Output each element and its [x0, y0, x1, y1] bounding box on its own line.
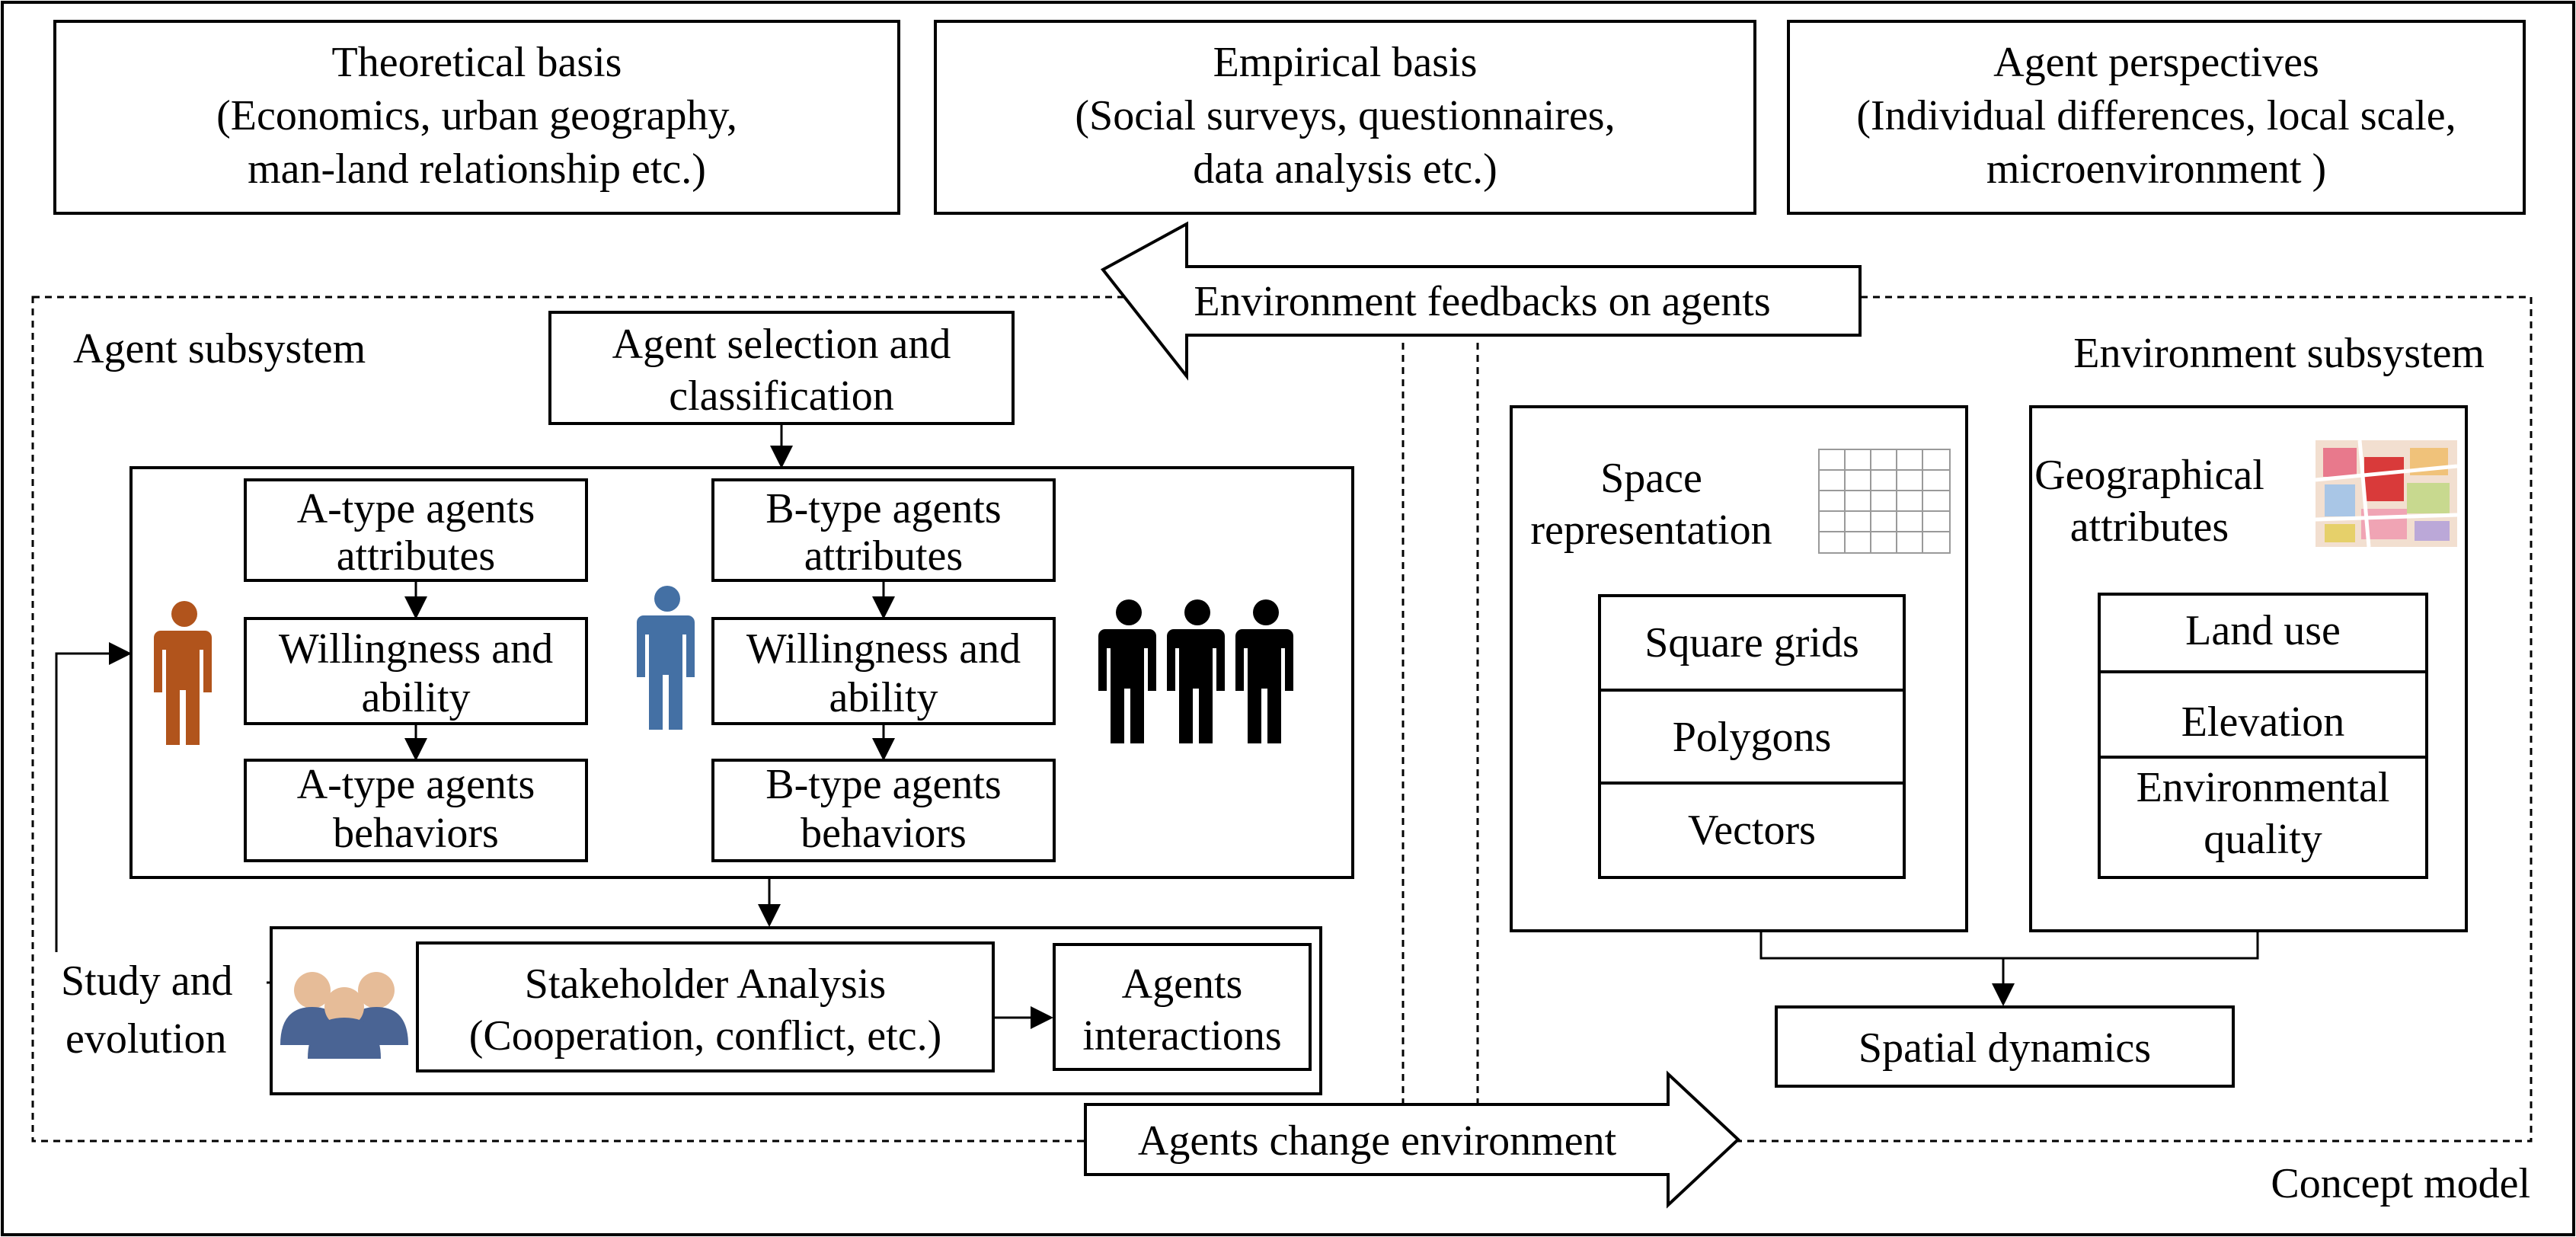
agents-interactions-line2: interactions — [1082, 1012, 1281, 1060]
agent-selection-line2: classification — [669, 372, 893, 420]
a-type-willingness-box: Willingness and ability — [244, 617, 588, 725]
environment-merge-line — [1759, 932, 2259, 960]
space-item-vectors: Vectors — [1688, 807, 1816, 854]
agent-selection-box: Agent selection and classification — [548, 311, 1015, 425]
agent-perspectives-title: Agent perspectives — [1993, 39, 2319, 86]
a-type-attributes-line1: A-type agents — [297, 485, 535, 532]
geo-item-quality: quality — [2204, 816, 2322, 863]
b-type-attributes-box: B-type agents attributes — [711, 478, 1056, 582]
b-type-attributes-line1: B-type agents — [765, 485, 1001, 532]
empirical-basis-desc-2: data analysis etc.) — [1193, 145, 1497, 193]
a-type-attributes-box: A-type agents attributes — [244, 478, 588, 582]
agents-change-arrow: Agents change environment — [1084, 1070, 1740, 1209]
stakeholder-analysis-desc: (Cooperation, conflict, etc.) — [469, 1012, 941, 1060]
b-type-willingness-box: Willingness and ability — [711, 617, 1056, 725]
geo-item-elevation: Elevation — [2181, 698, 2345, 746]
environment-feedback-label: Environment feedbacks on agents — [1194, 278, 1770, 325]
a-type-attributes-line2: attributes — [337, 532, 495, 580]
space-representation-line2: representation — [1530, 507, 1772, 554]
environment-subsystem-title: Environment subsystem — [2073, 330, 2485, 377]
concept-model-label: Concept model — [2271, 1160, 2530, 1207]
agent-selection-line1: Agent selection and — [612, 321, 951, 368]
b-type-behaviors-box: B-type agents behaviors — [711, 759, 1056, 862]
space-item-polygons: Polygons — [1673, 714, 1832, 761]
agent-perspectives-desc-1: (Individual differences, local scale, — [1856, 92, 2456, 139]
study-evolution-line1: Study and — [61, 957, 233, 1005]
theoretical-basis-box: Theoretical basis (Economics, urban geog… — [53, 20, 900, 215]
grid-icon — [1818, 449, 1951, 554]
space-item-square-grids: Square grids — [1644, 619, 1859, 666]
agents-change-label: Agents change environment — [1138, 1117, 1617, 1165]
a-type-behaviors-line1: A-type agents — [297, 761, 535, 808]
theoretical-basis-desc-2: man-land relationship etc.) — [248, 145, 706, 193]
b-type-behaviors-line1: B-type agents — [765, 761, 1001, 808]
geo-item-land-use: Land use — [2185, 607, 2341, 654]
agents-interactions-line1: Agents — [1122, 961, 1243, 1008]
a-type-behaviors-line2: behaviors — [333, 810, 499, 857]
agent-subsystem-title: Agent subsystem — [73, 325, 366, 372]
geographical-attributes-line2: attributes — [2070, 503, 2229, 551]
theoretical-basis-title: Theoretical basis — [332, 39, 622, 86]
study-evolution-line2: evolution — [66, 1015, 227, 1063]
stakeholder-analysis-title: Stakeholder Analysis — [525, 961, 886, 1008]
agent-perspectives-box: Agent perspectives (Individual differenc… — [1787, 20, 2526, 215]
b-type-attributes-line2: attributes — [804, 532, 963, 580]
b-type-willingness-line1: Willingness and — [746, 625, 1021, 673]
agents-interactions-box: Agents interactions — [1053, 943, 1312, 1071]
environment-feedback-arrow: Environment feedbacks on agents — [1100, 221, 1862, 381]
empirical-basis-title: Empirical basis — [1213, 39, 1478, 86]
a-type-willingness-line2: ability — [361, 674, 470, 721]
land-use-map-icon — [2315, 440, 2458, 548]
stakeholder-group-icon — [280, 972, 408, 1059]
b-type-willingness-line2: ability — [829, 674, 938, 721]
stakeholder-analysis-box: Stakeholder Analysis (Cooperation, confl… — [416, 941, 995, 1072]
space-representation-line1: Space — [1600, 455, 1702, 502]
geo-item-environmental: Environmental — [2137, 764, 2390, 811]
spatial-dynamics-label: Spatial dynamics — [1858, 1024, 2151, 1072]
b-type-behaviors-line2: behaviors — [801, 810, 967, 857]
study-label-bg — [53, 952, 267, 1066]
empirical-basis-desc-1: (Social surveys, questionnaires, — [1075, 92, 1615, 139]
theoretical-basis-desc-1: (Economics, urban geography, — [216, 92, 737, 139]
geographical-attributes-line1: Geographical — [2034, 452, 2264, 499]
empirical-basis-box: Empirical basis (Social surveys, questio… — [934, 20, 1756, 215]
agent-perspectives-desc-2: microenvironment ) — [1986, 145, 2326, 193]
a-type-willingness-line1: Willingness and — [279, 625, 553, 673]
a-type-behaviors-box: A-type agents behaviors — [244, 759, 588, 862]
geo-items-list: Land use Elevation Environmental quality — [2098, 593, 2428, 879]
spatial-dynamics-box: Spatial dynamics — [1775, 1005, 2235, 1088]
space-items-list: Square grids Polygons Vectors — [1598, 594, 1906, 879]
